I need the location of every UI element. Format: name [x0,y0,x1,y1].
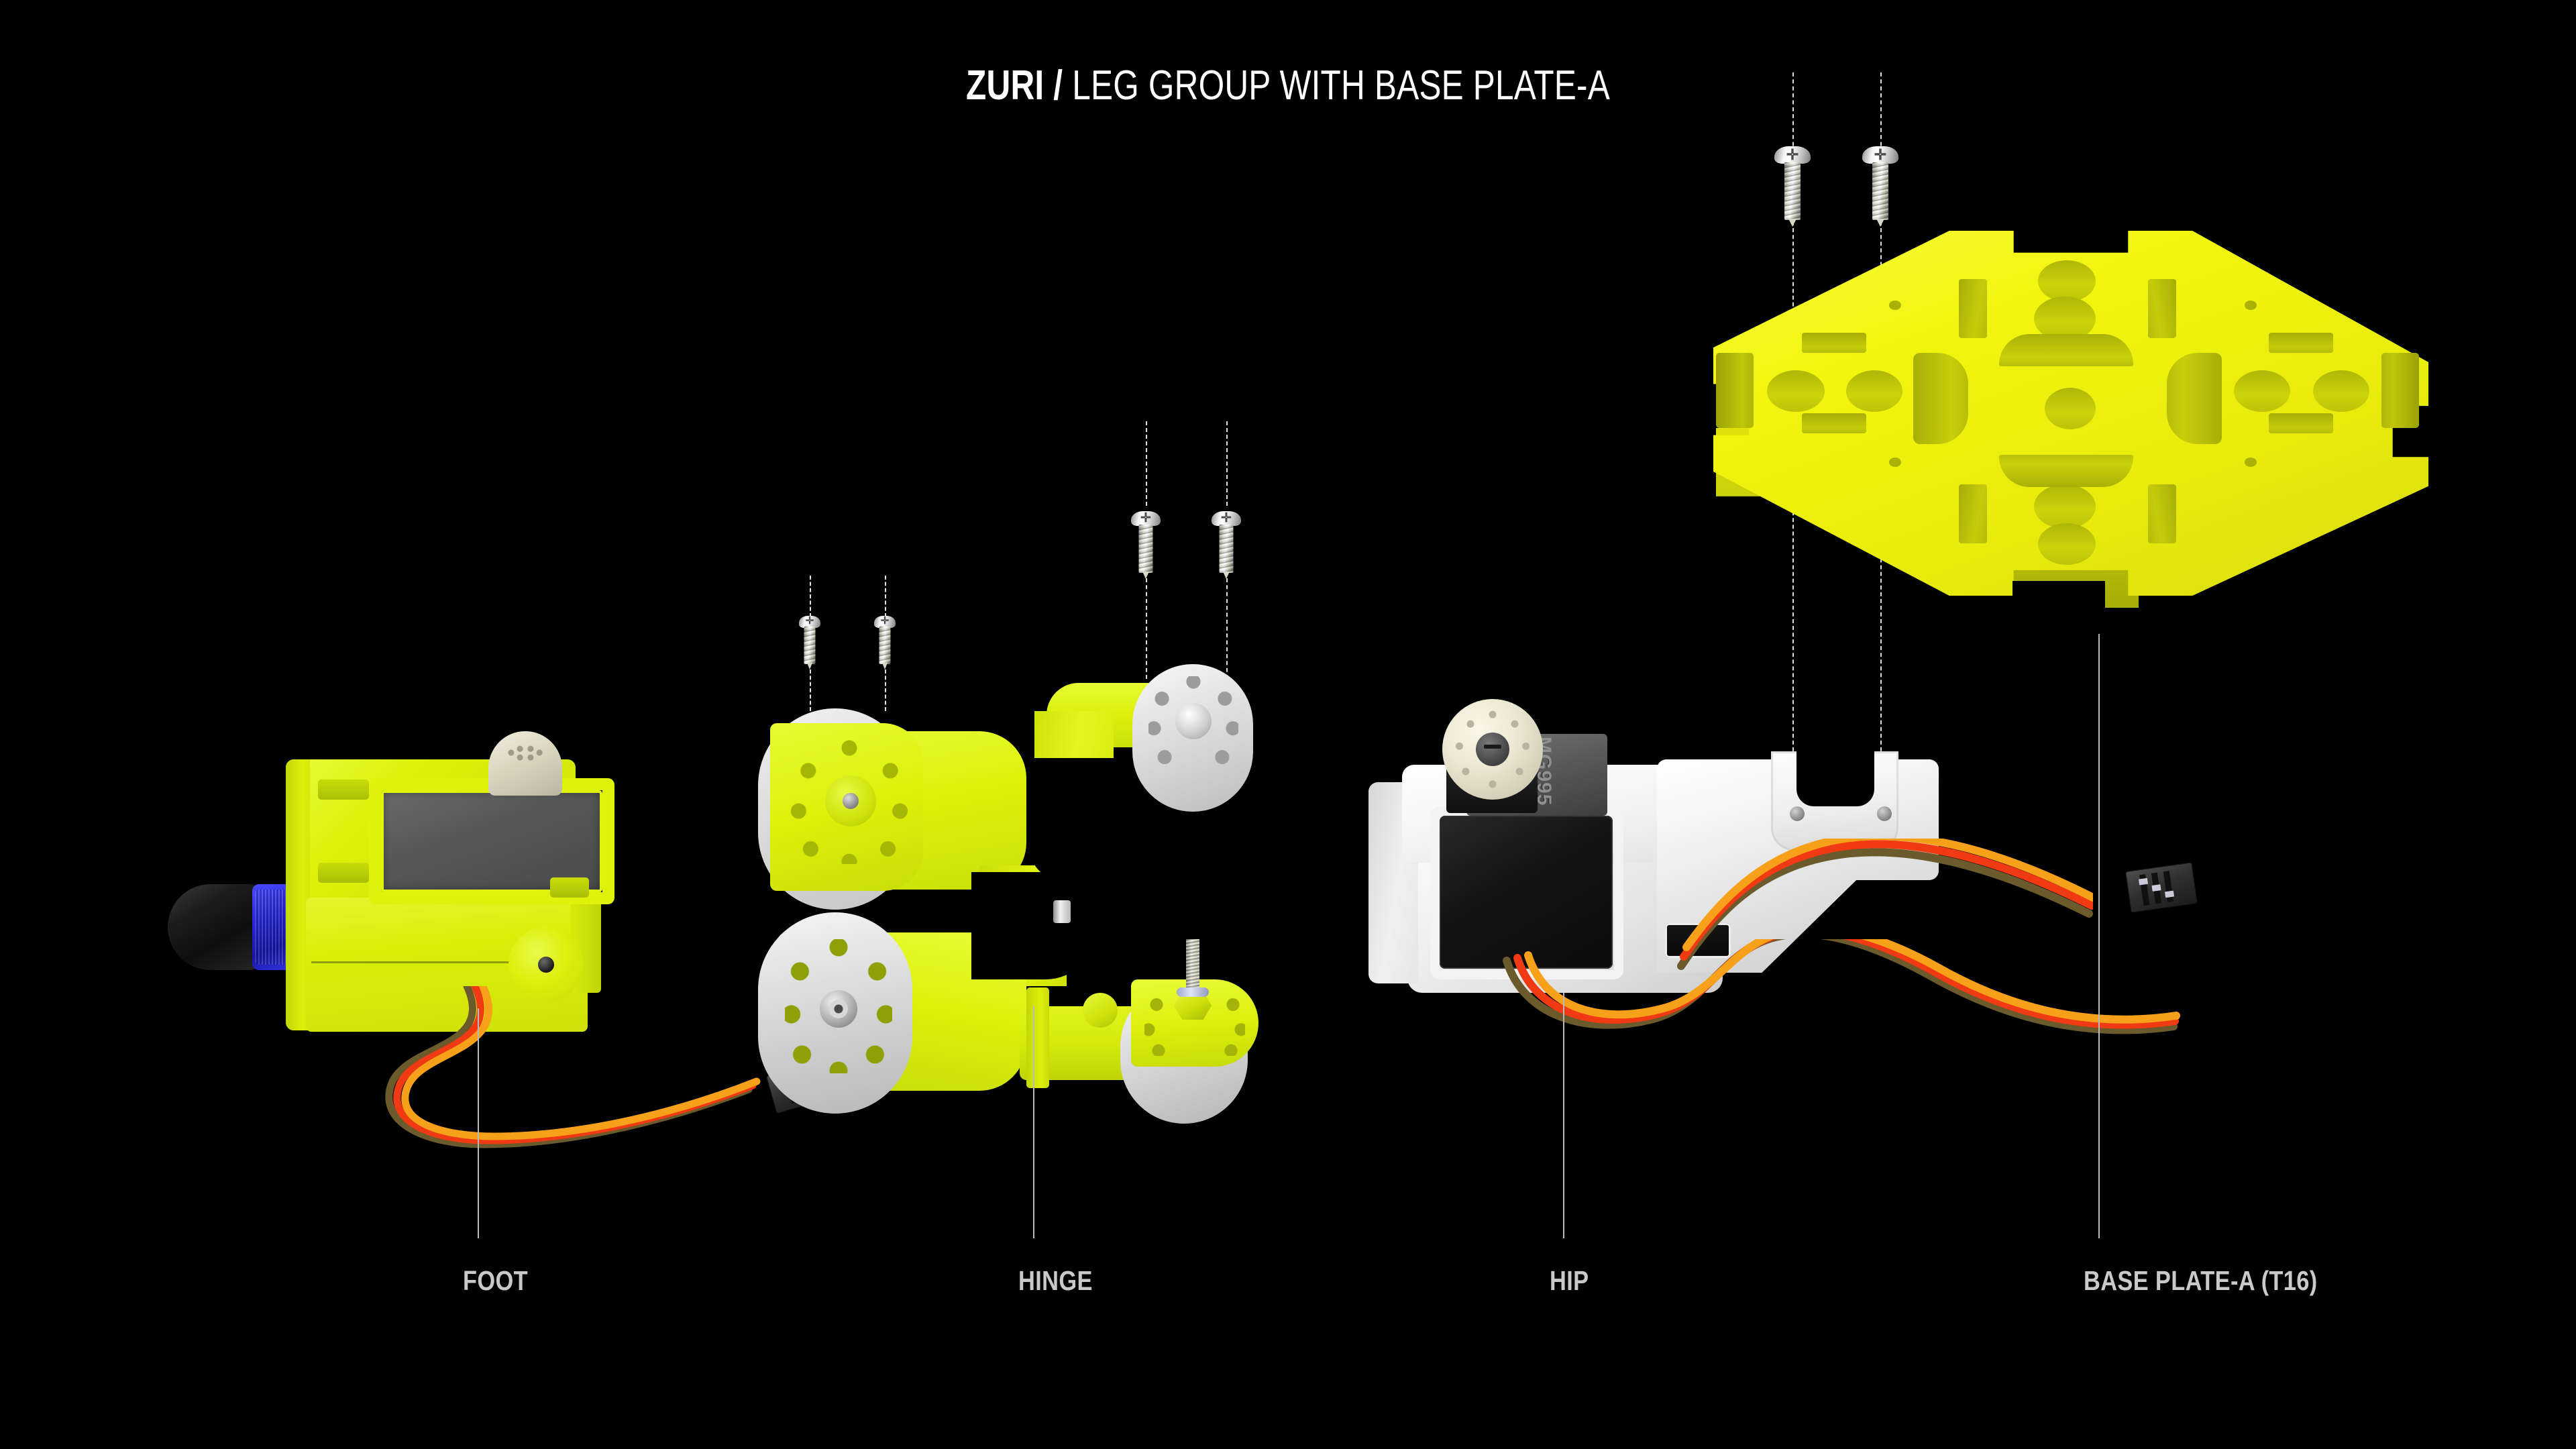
base-plate-hole-c4 [2034,484,2096,529]
base-plate-pin-hole-ur [2245,301,2257,310]
alignment-axis-hinge-large-left-lower [1146,578,1147,679]
alignment-axis-hinge-small-left-lower [810,669,811,711]
alignment-axis-hinge-large-left [1146,421,1147,506]
base-plate-bar-ur [2269,333,2333,353]
base-plate-hole-c3 [2045,388,2096,429]
base-plate-edge-slot-left [1716,353,1754,428]
base-plate-hole-c2 [2034,297,2096,341]
base-plate-bar-ul [1802,333,1866,353]
foot-servo-cable [385,986,761,1148]
base-plate-rect-dl [1959,484,1987,543]
base-plate-hole-c1 [2038,260,2096,302]
leader-line-foot [478,1008,479,1238]
part-foot[interactable] [168,731,678,1161]
title-subject: LEG GROUP WITH BASE PLATE-A [1063,62,1610,109]
alignment-axis-plate-left [1792,72,1794,153]
base-plate-slot-center-left [1913,353,1968,444]
label-hip: HIP [1550,1265,1589,1296]
hip-servo-horn-hub-screw [1484,745,1501,749]
base-plate-hole-r1 [2234,370,2290,412]
base-plate-hole-l1 [1767,370,1825,412]
foot-tip [168,884,262,970]
base-plate-rect-ur [2148,279,2176,338]
foot-collar-ribs [255,890,291,965]
label-foot: FOOT [463,1265,529,1296]
hinge-inner-notch [971,872,1099,979]
foot-mount-tab-bottom [318,863,369,883]
screw-hinge-large-left: ✛ [1127,511,1165,581]
leader-line-hip [1563,993,1564,1238]
base-plate-pin-hole-dl [1889,458,1901,467]
foot-servo-window [381,790,602,892]
base-plate-hole-l2 [1846,370,1902,412]
base-plate-rect-ul [1959,279,1987,338]
hip-screw-boss-left [1790,806,1805,821]
foot-mount-tab-top [318,780,369,800]
screw-hinge-small-right: ✛ [869,616,900,671]
base-plate-arc-slot-top [1999,334,2133,366]
base-plate-slot-center-right [2167,353,2222,444]
hinge-bolt-washer [1177,987,1209,997]
label-base-plate: BASE PLATE-A (T16) [2084,1265,2318,1296]
hip-screw-boss-right [1877,806,1892,821]
part-base-plate-a[interactable] [1697,221,2462,664]
hip-servo-horn-hub [1476,733,1509,766]
base-plate-hole-c5 [2038,523,2096,565]
hinge-bolt-shank [1186,939,1199,996]
foot-skirt-seam [311,961,580,963]
alignment-axis-hinge-large-right [1226,421,1228,506]
hinge-horn-upper-right-hub [1175,703,1212,739]
hip-servo-cable [1503,939,2180,1034]
foot-mount-tab-right-top [550,877,589,898]
base-plate-arc-slot-bottom [1999,455,2133,487]
base-plate-bar-dl [1802,413,1866,433]
screw-plate-left: ✛ [1771,146,1814,227]
hinge-tab-lower [1026,987,1049,1088]
alignment-axis-hinge-small-right-lower [885,669,886,711]
screw-hinge-large-right: ✛ [1208,511,1245,581]
title-brand: ZURI / [966,62,1063,109]
base-plate-bar-dr [2269,413,2333,433]
hinge-horn-lower-left-hub-star [829,1000,848,1018]
alignment-axis-plate-right [1880,72,1882,153]
alignment-axis-hinge-large-right-lower [1226,578,1228,679]
hinge-center-pivot [1053,900,1071,923]
hinge-horn-upper-left-hub-screw [843,793,859,809]
screw-hinge-small-left: ✛ [794,616,825,671]
base-plate-edge-slot-right [2381,353,2419,428]
part-hinge[interactable] [758,644,1315,1124]
base-plate-rect-dr [2148,484,2176,543]
alignment-axis-hinge-small-right [885,576,886,617]
hinge-tab-boss [1083,993,1118,1028]
hip-plate-saddle-slot [1796,749,1874,806]
alignment-axis-hinge-small-left [810,576,811,617]
base-plate-pin-hole-dr [2245,458,2257,467]
leader-line-base-plate [2098,634,2100,1238]
label-hinge: HINGE [1018,1265,1093,1296]
hinge-inner-notch-2 [1026,758,1120,885]
base-plate-pin-hole-ul [1889,301,1901,310]
leader-line-hinge [1033,1006,1034,1238]
foot-pivot-hole [538,957,554,973]
hip-servo-connector [2125,862,2198,913]
screw-plate-right: ✛ [1859,146,1902,227]
hip-servo-body [1440,816,1613,969]
base-plate-bottom-notch [2012,581,2105,660]
hip-cable-upper-bend [1677,839,2093,970]
foot-servo-horn-holes [503,741,547,765]
base-plate-hole-r2 [2313,370,2369,412]
page-title: ZURI / LEG GROUP WITH BASE PLATE-A [258,62,2318,109]
